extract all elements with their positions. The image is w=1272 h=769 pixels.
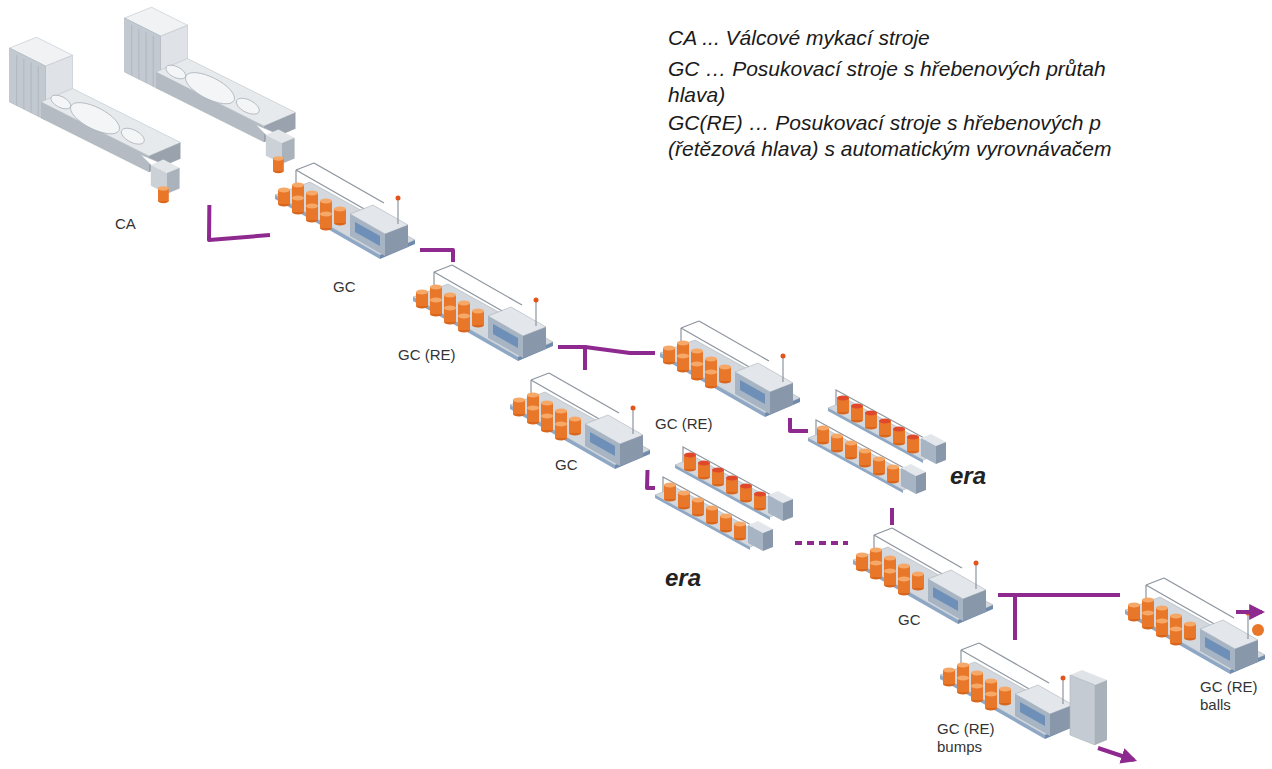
flow-line xyxy=(795,541,848,545)
machine-label: GC xyxy=(898,611,921,629)
machine-node: GC xyxy=(505,370,655,470)
machine-node: GC xyxy=(848,525,998,625)
machine-label: era xyxy=(950,463,986,489)
machine-label: GC xyxy=(555,456,578,474)
machine-label: GC (RE) xyxy=(937,720,995,738)
legend-text: hlava) xyxy=(668,82,725,108)
machine-node: GC xyxy=(270,160,420,260)
flow-line xyxy=(998,595,1015,640)
legend-text: GC … Posukovací stroje s hřebenových prů… xyxy=(668,56,1106,82)
machine-label: era xyxy=(665,565,701,591)
flow-line xyxy=(890,508,894,525)
flow-line xyxy=(209,205,270,240)
machine-node: GC (RE) xyxy=(408,262,558,362)
machine-label: GC (RE) xyxy=(398,346,456,364)
machine-label: GC xyxy=(333,278,356,296)
flow-line xyxy=(790,418,808,431)
flow-line xyxy=(647,470,655,488)
legend-text: (řetězová hlava) s automatickým vyrovnáv… xyxy=(668,136,1112,162)
machine-node: CA xyxy=(5,0,267,205)
flow-line xyxy=(558,347,585,370)
machine-label: CA xyxy=(115,215,136,233)
machine-node: era xyxy=(808,398,948,508)
machine-node: GC (RE)balls xyxy=(1120,575,1268,675)
machine-node: era xyxy=(655,455,795,565)
machine-node: GC (RE)bumps xyxy=(935,640,1107,750)
machine-label: balls xyxy=(1200,696,1231,714)
machine-label: GC (RE) xyxy=(1200,678,1258,696)
machine-label: bumps xyxy=(937,738,982,756)
machine-node: GC (RE) xyxy=(655,318,805,418)
legend-text: GC(RE) … Posukovací stroje s hřebenových… xyxy=(668,110,1101,136)
legend-text: CA ... Válcové mykací stroje xyxy=(668,25,930,51)
machine-label: GC (RE) xyxy=(655,415,713,433)
flow-line xyxy=(998,593,1120,597)
flow-line xyxy=(420,250,453,262)
